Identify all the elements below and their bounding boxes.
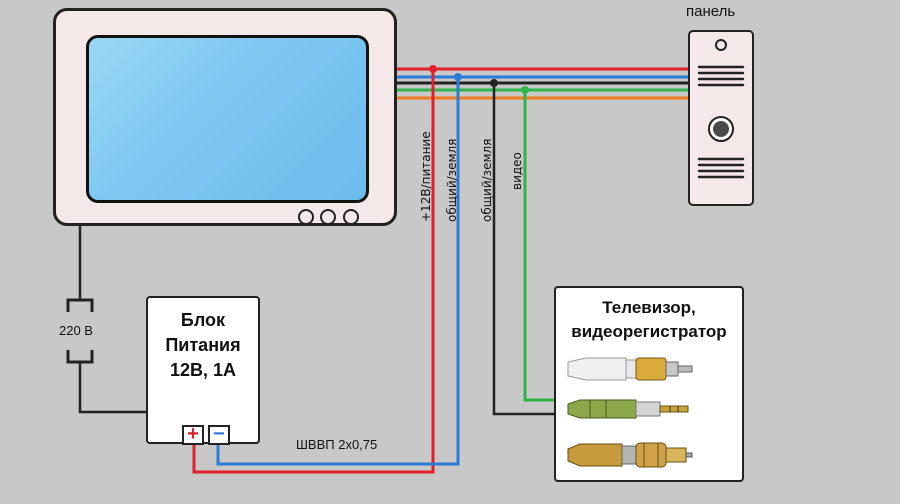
power-supply-box: Блок Питания 12В, 1А + − [146, 296, 260, 445]
label-power-wire: +12В/питание [419, 131, 433, 222]
door-panel [688, 30, 754, 206]
plug-bottom [66, 350, 94, 364]
tv-recorder-box: Телевизор, видеорегистратор [554, 286, 744, 482]
tv-recorder-label: Телевизор, видеорегистратор [556, 296, 742, 344]
label-ground-wire: общий/земля [445, 139, 459, 222]
bnc-plug-icon [567, 442, 693, 468]
terminal-plus: + [182, 424, 204, 445]
monitor [53, 8, 397, 226]
monitor-button-3[interactable] [343, 209, 359, 225]
label-common-wire: общий/земля [480, 139, 494, 222]
minijack-plug-icon [567, 399, 689, 419]
wire-red-power [192, 69, 435, 474]
plug-top [66, 298, 94, 312]
tv-line2: видеорегистратор [571, 322, 727, 341]
tv-line1: Телевизор, [602, 298, 696, 317]
monitor-button-1[interactable] [298, 209, 314, 225]
wire-mains-lower [78, 362, 148, 414]
monitor-screen [86, 35, 369, 203]
wire-black-common [492, 83, 556, 416]
psu-line3: 12В, 1А [169, 360, 237, 380]
wire-green-video [523, 90, 556, 402]
wire-blue-ground [216, 77, 460, 466]
psu-line1: Блок [180, 310, 226, 330]
door-panel-icon [697, 39, 745, 179]
mains-voltage-label: 220 В [59, 323, 93, 338]
label-video-wire: видео [510, 152, 524, 190]
cable-type-label: ШВВП 2х0,75 [296, 437, 378, 452]
terminal-minus: − [208, 424, 230, 445]
rca-plug-icon [567, 357, 693, 381]
power-supply-label: Блок Питания 12В, 1А [148, 308, 258, 383]
panel-title: панель [686, 3, 736, 20]
psu-line2: Питания [165, 335, 241, 355]
monitor-button-2[interactable] [320, 209, 336, 225]
